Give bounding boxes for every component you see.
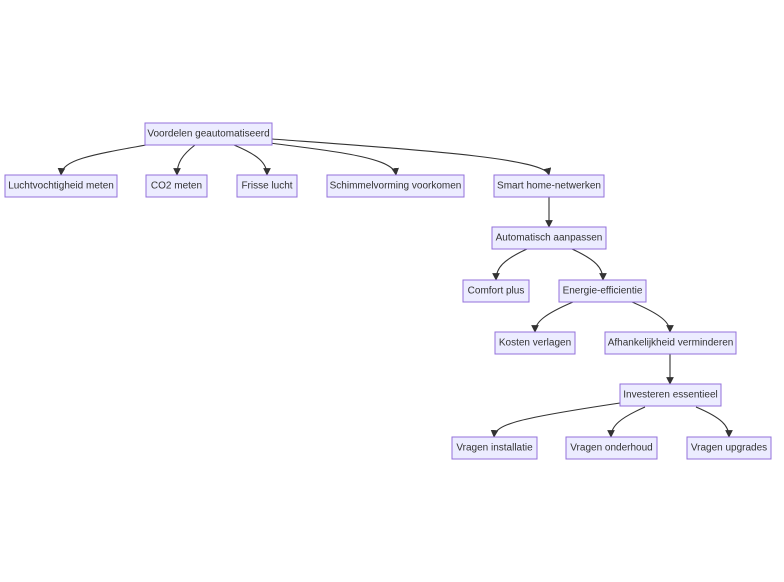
node-schimmelvorming-voorkomen: Schimmelvorming voorkomen <box>326 174 465 198</box>
nodes-layer: Voordelen geautomatiseerd Luchtvochtighe… <box>4 122 772 460</box>
edge-n12-n14 <box>607 406 646 438</box>
edge-n1-n5 <box>269 142 399 176</box>
edge-n1-n6 <box>271 138 552 176</box>
node-co2-meten: CO2 meten <box>145 174 208 198</box>
node-afhankelijkheid-verminderen: Afhankelijkheid verminderen <box>604 331 737 355</box>
edge-n1-n4 <box>233 144 271 176</box>
edge-n7-n9 <box>571 248 607 281</box>
node-label: Energie-efficientie <box>563 286 643 297</box>
edge-n1-n3 <box>173 144 196 176</box>
node-comfort-plus: Comfort plus <box>462 279 530 303</box>
edge-n12-n15 <box>695 406 733 438</box>
node-label: Luchtvochtigheid meten <box>8 181 114 192</box>
node-label: Vragen installatie <box>456 443 533 454</box>
edge-n9-n10 <box>531 301 574 333</box>
node-label: Automatisch aanpassen <box>496 233 603 244</box>
node-label: Kosten verlagen <box>499 338 571 349</box>
node-label: CO2 meten <box>151 181 202 192</box>
edge-n7-n8 <box>492 248 528 281</box>
node-vragen-onderhoud: Vragen onderhoud <box>565 436 658 460</box>
node-vragen-installatie: Vragen installatie <box>451 436 538 460</box>
node-label: Afhankelijkheid verminderen <box>608 338 734 349</box>
node-frisse-lucht: Frisse lucht <box>236 174 298 198</box>
node-voordelen-geautomatiseerd: Voordelen geautomatiseerd <box>144 122 273 146</box>
node-label: Schimmelvorming voorkomen <box>330 181 462 192</box>
node-automatisch-aanpassen: Automatisch aanpassen <box>491 226 607 250</box>
edge-n12-n13 <box>490 402 621 438</box>
node-smart-home-netwerken: Smart home-netwerken <box>493 174 605 198</box>
node-label: Investeren essentieel <box>623 390 718 401</box>
node-energie-efficientie: Energie-efficientie <box>558 279 647 303</box>
node-label: Comfort plus <box>468 286 525 297</box>
edge-n1-n2 <box>57 144 147 176</box>
node-kosten-verlagen: Kosten verlagen <box>494 331 576 355</box>
node-label: Smart home-netwerken <box>497 181 601 192</box>
node-label: Vragen upgrades <box>691 443 767 454</box>
node-vragen-upgrades: Vragen upgrades <box>686 436 772 460</box>
node-label: Frisse lucht <box>241 181 292 192</box>
edge-n9-n11 <box>631 301 674 333</box>
node-investeren-essentieel: Investeren essentieel <box>619 383 722 407</box>
node-luchtvochtigheid-meten: Luchtvochtigheid meten <box>4 174 118 198</box>
node-label: Voordelen geautomatiseerd <box>147 129 269 140</box>
node-label: Vragen onderhoud <box>570 443 652 454</box>
edges-layer <box>57 138 733 438</box>
